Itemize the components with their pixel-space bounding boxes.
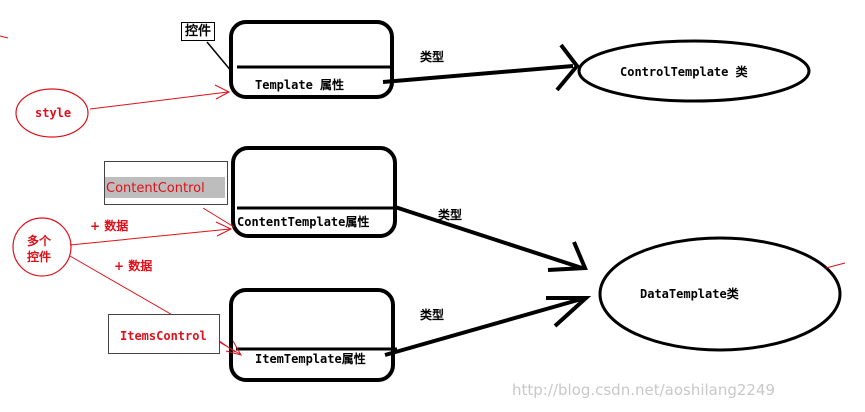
content-template-property-box [231,146,397,238]
content-control-label: ContentControl [106,181,205,196]
right-edge-mark [825,262,846,269]
template-property-label: Template 属性 [255,78,345,92]
multi-to-contenttemplate-arrow [69,228,231,246]
contenttemplate-to-datatemplate-arrow [394,205,583,270]
style-to-template-arrow [89,91,229,110]
content-template-property-label: ContentTemplate属性 [237,215,370,229]
type-label-middle: 类型 [438,208,463,222]
itemtemplate-to-datatemplate-arrow [384,296,586,357]
template-property-box [229,20,394,99]
top-control-label: 控件 [181,22,216,41]
type-label-top: 类型 [420,50,445,64]
template-to-controltemplate-arrow [382,64,574,84]
itemtemplate-to-datatemplate-arrowhead [546,296,592,328]
control-template-class-label: ControlTemplate 类 [620,65,748,79]
contenttemplate-to-datatemplate-arrowhead [547,241,588,272]
item-template-property-label: ItemTemplate属性 [255,352,366,366]
style-to-template-arrowhead [214,84,231,100]
watermark: http://blog.csdn.net/aoshilang2249 [512,381,776,399]
content-control-highlight [105,177,225,198]
style-circle [15,88,89,138]
multi-controls-circle [12,217,72,277]
item-template-property-box [229,288,395,382]
multi-to-contenttemplate-arrowhead [215,221,233,237]
data-template-class-label: DataTemplate类 [640,287,739,301]
template-to-controltemplate-arrowhead [555,43,580,92]
style-label: style [35,106,72,120]
type-label-bottom: 类型 [420,308,445,322]
multi-to-itemtemplate-arrowhead [225,340,243,356]
contentcontrol-to-contenttemplate-line [202,207,235,228]
plus-data-label-upper: + 数据 [90,219,129,233]
items-control-label: ItemsControl [120,329,207,343]
items-control-frame [108,314,220,354]
control-to-template-line [206,41,233,73]
control-template-ellipse [577,39,811,103]
data-template-ellipse [598,236,842,352]
multi-controls-label: 多个 控件 [27,234,52,264]
left-edge-mark [0,35,9,39]
plus-data-label-lower: + 数据 [114,259,153,273]
